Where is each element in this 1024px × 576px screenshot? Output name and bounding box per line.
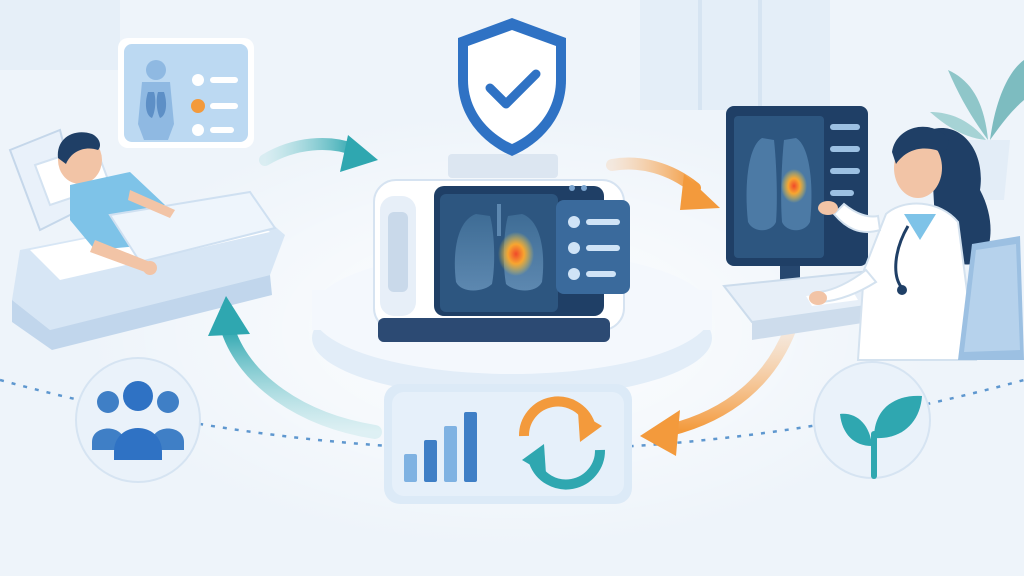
doctor-chair [958,236,1024,360]
sprout-icon [840,395,922,479]
bar-chart-bar [404,454,417,482]
growth-badge [813,361,931,479]
community-badge [75,357,201,483]
patient-in-bed [8,128,285,350]
doctor-figure [809,126,991,361]
plant-icon [930,60,1024,200]
ai-scanner-device [373,154,630,342]
security-shield-icon [458,18,566,156]
refresh-icon [518,396,606,490]
patient-body-scan-card [118,38,254,148]
bar-chart-bar [464,412,477,482]
flow-arrow-analytics-to-patient [208,296,382,439]
checkmark-icon [485,69,541,109]
bar-chart-bar [444,426,457,482]
lung-hotspot [498,232,534,276]
people-group-icon [92,381,184,460]
analytics-panel [384,384,632,504]
bar-chart-icon [404,412,477,482]
clinician-monitor [726,106,868,290]
bar-chart-bar [424,440,437,482]
flow-arrow-patient-to-scanner [259,135,378,172]
flow-arrow-clinician-to-analytics [640,324,796,456]
flow-arrow-scanner-to-clinician [606,157,720,210]
